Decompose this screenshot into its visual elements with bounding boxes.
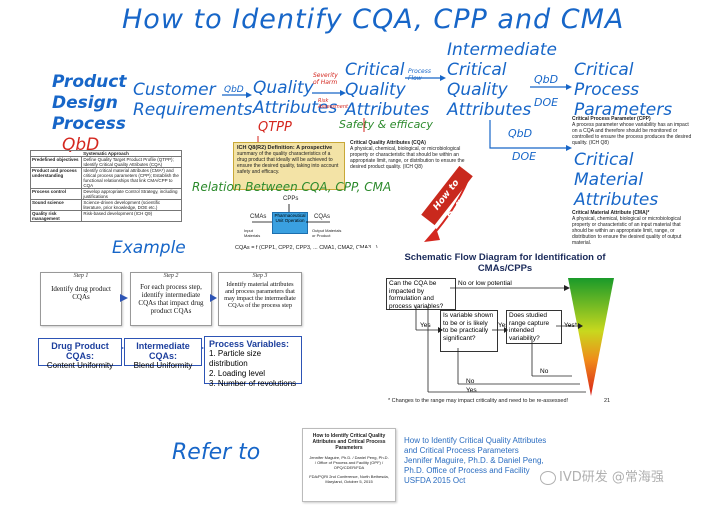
schematic-flow-diagram: Schematic Flow Diagram for Identificatio… xyxy=(358,248,628,408)
qbd-label-2: QbD xyxy=(534,73,559,86)
cma-def-body: A physical, chemical, biological or micr… xyxy=(572,216,682,246)
wechat-icon xyxy=(540,470,556,485)
qbd-label-3: QbD xyxy=(508,127,533,140)
refer-to-label: Refer to xyxy=(172,440,261,465)
schematic-note: * Changes to the range may impact critic… xyxy=(388,398,569,404)
cpps-label: CPPs xyxy=(283,196,299,202)
step-3-text: Identify material attributes and process… xyxy=(224,281,296,309)
citation-line-4: Ph.D. Office of Process and Facility xyxy=(404,466,530,475)
cma-label: Critical Material Attributes xyxy=(574,150,659,210)
heading-line-3: Process xyxy=(52,114,126,134)
citation-line-2: and Critical Process Parameters xyxy=(404,446,519,455)
doe-label-2: DOE xyxy=(512,150,537,163)
risk-gradient-triangle xyxy=(568,278,614,396)
yes-star-label: Yes* xyxy=(564,322,578,329)
systematic-approach-table: Systematic Approach Predefined objective… xyxy=(29,150,182,222)
table-cell: Quality risk management xyxy=(29,210,83,222)
no-label-1: No xyxy=(540,368,549,375)
pv-item-1: 1. Particle size distribution xyxy=(209,349,262,368)
watermark: IVD研发 @常海强 xyxy=(540,466,664,485)
no-low-potential-label: No or low potential xyxy=(458,280,512,287)
intermediate-cqa-box: Intermediate CQAs: Blend Uniformity xyxy=(124,338,202,370)
citation-line-3: Jennifer Maguire, Ph.D. & Daniel Peng, xyxy=(404,456,544,465)
risk-assessment-label: Risk Assessment xyxy=(318,98,348,110)
relation-arrows xyxy=(252,204,330,223)
cpp-def-heading: Critical Process Parameter (CPP) xyxy=(572,116,651,122)
dp-cqa-title: Drug Product CQAs: xyxy=(51,341,109,361)
step-1-text: Identify drug product CQAs xyxy=(51,285,111,301)
qbd-systematic-table: Systematic Approach Predefined objective… xyxy=(29,150,182,222)
cover-title: How to Identify Critical Quality Attribu… xyxy=(312,433,386,451)
cqa-def-body: A physical, chemical, biological, or mic… xyxy=(350,146,465,170)
step-1-box: Step 1 Identify drug product CQAs xyxy=(40,272,122,326)
inter-cqa-title: Intermediate CQAs: xyxy=(136,341,190,361)
cqa-formula: CQAs = f (CPP1, CPP2, CPP3, ... CMA1, CM… xyxy=(235,245,378,251)
qtpp-label: QTPP xyxy=(258,120,292,135)
product-design-process-heading: Product Design Process xyxy=(52,72,132,135)
doe-label-1: DOE xyxy=(534,96,559,109)
qbd-arrow-label: QbD xyxy=(224,85,244,95)
dp-cqa-item: Content Uniformity xyxy=(46,361,114,370)
citation-line-5: USFDA 2015 Oct xyxy=(404,476,466,485)
relation-heading: Relation Between CQA, CPP, CMA xyxy=(192,180,392,194)
heading-line-2: Design xyxy=(52,93,118,113)
question-3-box: Does studied range capture intended vari… xyxy=(506,310,562,344)
drug-product-cqa-box: Drug Product CQAs: Content Uniformity xyxy=(38,338,122,370)
schematic-title: Schematic Flow Diagram for Identificatio… xyxy=(404,252,606,274)
yes-label-4: Yes xyxy=(466,387,477,394)
step-2-box: Step 2 For each process step, identify i… xyxy=(130,272,212,326)
example-label: Example xyxy=(112,238,186,258)
inter-cqa-item: Blend Uniformity xyxy=(133,361,193,370)
cmas-label: CMAs xyxy=(250,214,267,220)
no-label-2: No xyxy=(466,378,475,385)
pv-item-2: 2. Loading level xyxy=(209,369,266,378)
reference-cover-thumbnail: How to Identify Critical Quality Attribu… xyxy=(302,428,396,502)
severity-label: Severity of Harm xyxy=(313,72,338,86)
cqas-label: CQAs xyxy=(314,214,331,220)
yes-label-1: Yes xyxy=(420,322,431,329)
watermark-text: IVD研发 @常海强 xyxy=(559,470,664,485)
citation-line-1: How to Identify Critical Quality Attribu… xyxy=(404,436,547,445)
arrow-icqa-to-cma xyxy=(489,120,566,149)
step-3-title: Step 3 xyxy=(252,273,268,279)
cma-def-heading: Critical Material Attribute (CMA)* xyxy=(572,210,650,216)
page-title: How to Identify CQA, CPP and CMA xyxy=(122,4,625,35)
step-arrow-1 xyxy=(120,294,128,302)
pv-item-3: 3. Number of revolutions xyxy=(209,379,297,388)
cma-definition: Critical Material Attribute (CMA)* A phy… xyxy=(572,210,692,246)
ich-body: summary of the quality characteristics o… xyxy=(237,151,339,175)
cover-authors: Jennifer Maguire, Ph.D. / Daniel Peng, P… xyxy=(309,455,389,470)
process-variables-box: Process Variables: 1. Particle size dist… xyxy=(204,336,302,388)
unit-operation-box: Pharmaceutical Unit Operation xyxy=(272,212,308,234)
yes-label-2: Yes xyxy=(498,322,509,329)
safety-efficacy-label: Safety & efficacy xyxy=(339,118,433,131)
question-2-box: Is variable shown to be or is likely to … xyxy=(440,310,498,352)
pv-title: Process Variables: xyxy=(209,339,290,349)
cqa-def-heading: Critical Quality Attributes (CQA) xyxy=(350,140,426,146)
cqa-definition: Critical Quality Attributes (CQA) A phys… xyxy=(350,140,468,170)
ich-q8-definition-box: ICH Q8(R2) Definition: A prospective sum… xyxy=(233,142,345,190)
schematic-arrows xyxy=(415,278,614,396)
input-materials-label: Input Materials xyxy=(244,228,261,238)
step-2-text: For each process step, identify intermed… xyxy=(138,283,204,315)
step-arrow-2 xyxy=(210,294,217,302)
table-cell: Risk-based development (ICH Q9) xyxy=(81,210,182,222)
relation-diagram: CPPs CMAs Pharmaceutical Unit Operation … xyxy=(230,196,378,254)
step-2-title: Step 2 xyxy=(163,273,179,279)
ich-heading: ICH Q8(R2) Definition: A prospective xyxy=(237,145,333,151)
cpp-definition: Critical Process Parameter (CPP) A proce… xyxy=(572,116,692,146)
step-1-title: Step 1 xyxy=(73,273,89,279)
output-label: Output Materials or Product xyxy=(312,228,342,238)
cpp-def-body: A process parameter whose variability ha… xyxy=(572,122,692,146)
step-3-box: Step 3 Identify material attributes and … xyxy=(218,272,302,326)
page-number: 21 xyxy=(604,398,611,404)
cover-event: FDA/PQRI 2nd Conference, North Bethesda,… xyxy=(309,474,389,484)
reference-citation: How to Identify Critical Quality Attribu… xyxy=(404,436,546,486)
heading-line-1: Product xyxy=(52,72,127,92)
